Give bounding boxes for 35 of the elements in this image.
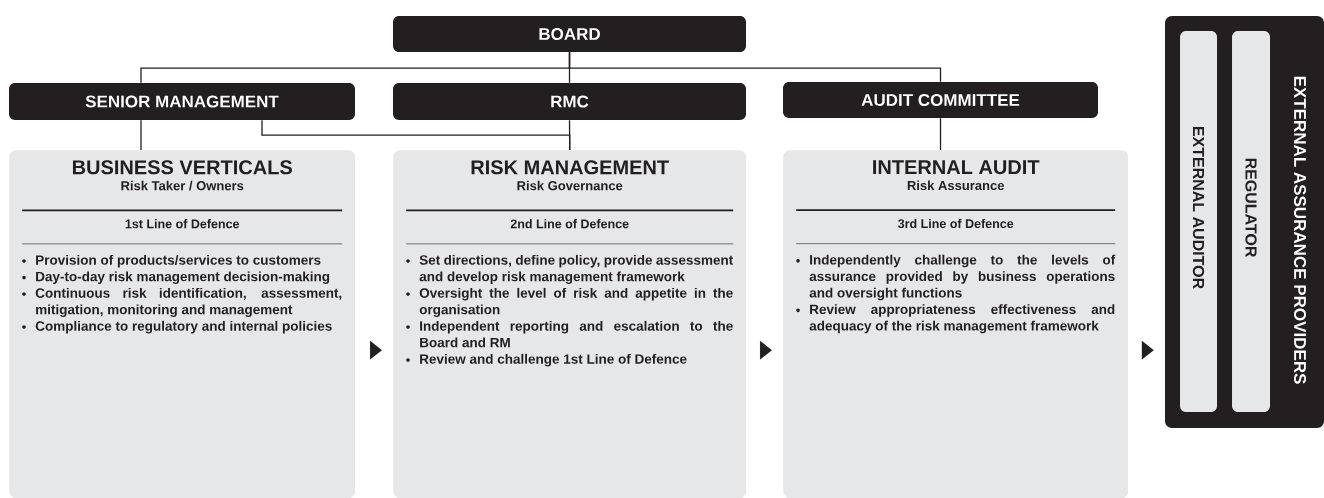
title-bar: RMC — [393, 83, 746, 120]
connector-line — [140, 119, 142, 151]
title-bar: BOARD — [393, 16, 746, 52]
column-panel — [393, 150, 747, 498]
panel-subtitle: Risk Governance — [517, 180, 623, 191]
bullet-item: Review and challenge 1st Line of Defence — [406, 353, 687, 367]
bullet-item: Day-to-day risk management decision-making — [22, 271, 330, 284]
provider-strip: REGULATOR — [1232, 31, 1270, 412]
flow-arrow — [1141, 340, 1154, 360]
flow-arrow — [760, 340, 772, 360]
line-of-defence-label: 3rd Line of Defence — [898, 218, 1014, 229]
panel-heading: BUSINESS VERTICALS — [72, 160, 292, 175]
line-of-defence-label: 1st Line of Defence — [125, 219, 240, 229]
bullet-item: Independent reporting and escalation to the Board and RM — [406, 320, 733, 348]
column-panel — [783, 150, 1129, 498]
panel-heading: RISK MANAGEMENT — [471, 160, 669, 175]
bullet-item: Oversight the level of risk and appetite in the organisation — [406, 287, 733, 317]
bullet-item: Compliance to regulatory and internal policies — [22, 320, 332, 334]
title-bar: AUDIT COMMITTEE — [783, 82, 1098, 118]
connector-line — [939, 117, 942, 151]
bullet-item: Set directions, define policy, provide assessment and develop risk management framework — [406, 254, 734, 284]
bullet-item: Review appropriateness effectiveness and adequacy of the risk management framework — [796, 304, 1115, 334]
connector-line — [568, 51, 942, 83]
panel-subtitle: Risk Assurance — [907, 180, 1005, 191]
panel-heading: INTERNAL AUDIT — [873, 160, 1040, 175]
title-bar: SENIOR MANAGEMENT — [9, 83, 355, 120]
column-panel — [9, 150, 356, 498]
connector-line — [568, 119, 571, 151]
flow-arrow — [369, 340, 382, 360]
line-of-defence-label: 2nd Line of Defence — [510, 219, 629, 229]
bullet-item: Continuous risk identification, assessment, mitigation, monitoring and management — [22, 287, 342, 317]
provider-strip: EXTERNAL AUDITOR — [1180, 31, 1217, 412]
panel-subtitle: Risk Taker / Owners — [121, 180, 244, 191]
bullet-item: Independently challenge to the levels of assurance provided by business operations and oversight functions — [796, 254, 1116, 301]
bullet-item: Provision of products/services to customers — [22, 254, 321, 268]
